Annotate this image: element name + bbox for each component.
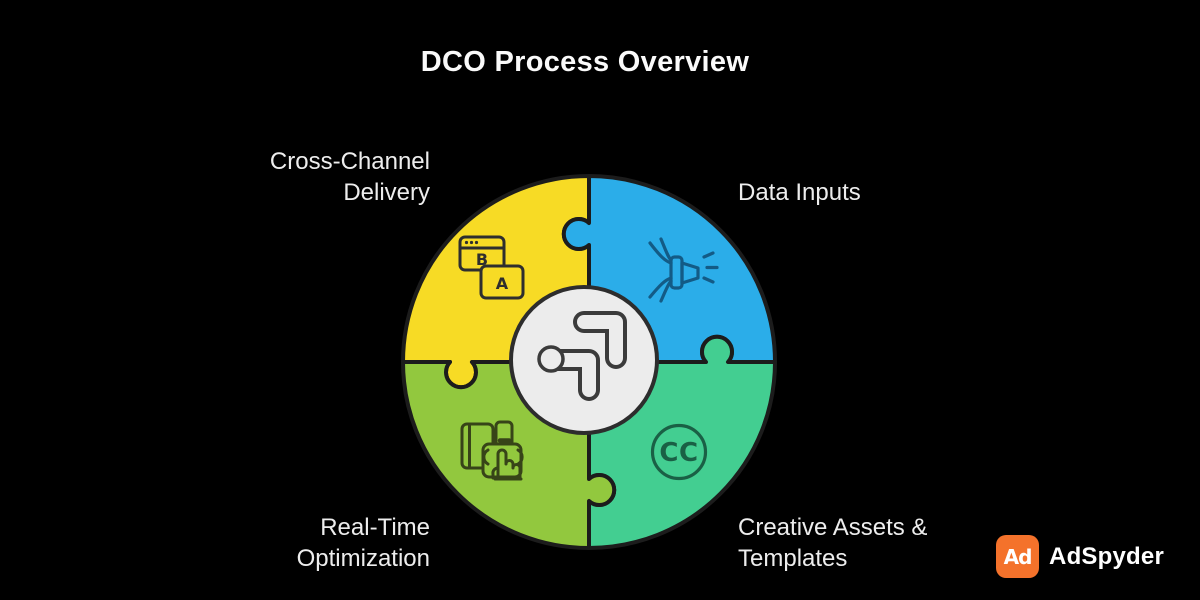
label-creative-assets: Creative Assets & Templates [738,514,928,572]
adspyder-logo-icon: Ad [996,535,1040,578]
cc-letters: CC [659,438,698,468]
creative-commons-icon: CC [650,423,708,481]
data-stream-nozzle-icon [648,237,719,303]
svg-text:Ad: Ad [1004,545,1032,569]
ab-letter-a: A [496,274,509,293]
tap-bracket-right [516,448,524,466]
tap-hand [496,448,522,480]
flow-arrow-icon [537,311,627,401]
label-cross-channel-delivery: Cross-Channel Delivery [269,148,430,206]
ab-testing-icon: B A [458,235,525,300]
adspyder-logo: Ad AdSpyder [996,535,1164,578]
device-tap-icon [460,420,524,481]
ab-letter-b: B [476,250,488,269]
label-real-time-optimization: Real-Time Optimization [296,514,430,572]
tap-bracket-left [482,448,490,466]
label-data-inputs: Data Inputs [738,179,861,206]
page-title: DCO Process Overview [420,46,750,78]
brand-name: AdSpyder [1049,542,1164,570]
center-hub [509,285,659,435]
